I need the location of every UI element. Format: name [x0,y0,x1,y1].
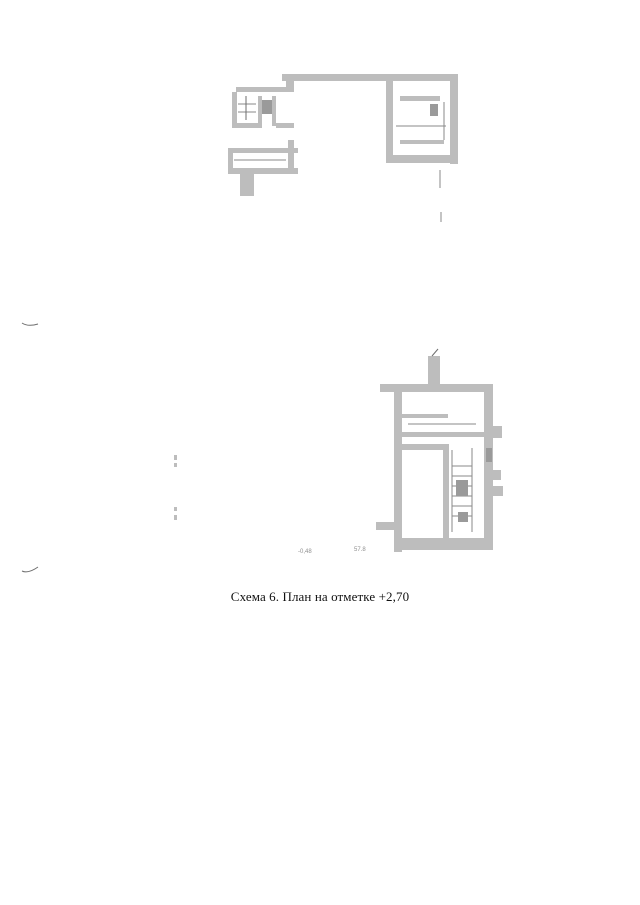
plan-wall [386,155,458,163]
plan-wall [376,522,398,530]
plan-line [431,348,439,357]
plan-wall [228,148,298,153]
plan-column [486,448,492,462]
plan-wall [228,168,298,174]
side-mark [174,455,177,460]
side-mark [174,507,177,511]
plan-wall [493,486,503,496]
plan-wall [240,174,254,196]
plan-wall [282,74,458,81]
margin-mark [21,322,39,326]
plan-wall [493,426,502,438]
dimension-mark: 57.8 [354,547,366,553]
plan-wall [228,148,233,174]
plan-wall [484,384,493,546]
figure-caption: Схема 6. План на отметке +2,70 [230,589,410,604]
plan-wall [286,81,294,92]
top-floor-plan [228,74,458,222]
plan-wall [288,140,294,174]
plan-wall [236,87,294,92]
plan-column [458,512,468,522]
plan-wall [493,470,501,480]
bottom-floor-plan: -0,48 57.8 [298,348,503,555]
plan-wall [402,414,448,418]
plan-wall [386,74,456,81]
plan-wall [386,81,393,163]
plan-wall [272,96,276,126]
plan-wall [400,140,444,144]
plan-wall [276,123,294,128]
margin-mark [21,566,39,573]
plan-column [430,104,438,116]
plan-column [456,480,468,496]
side-marks [174,455,177,520]
plan-wall [380,384,492,392]
plan-wall [450,74,458,164]
plan-wall [394,538,493,550]
plan-wall [402,432,484,437]
side-mark [174,515,177,520]
dimension-mark: -0,48 [298,549,312,555]
plan-wall [394,392,402,552]
plan-wall [400,96,440,101]
plan-wall [232,92,237,128]
plan-wall [232,123,262,128]
side-mark [174,463,177,467]
plan-column [262,100,272,114]
plan-wall [258,96,262,126]
plan-wall [428,356,440,386]
plan-wall [402,444,448,450]
plan-wall [443,444,449,538]
